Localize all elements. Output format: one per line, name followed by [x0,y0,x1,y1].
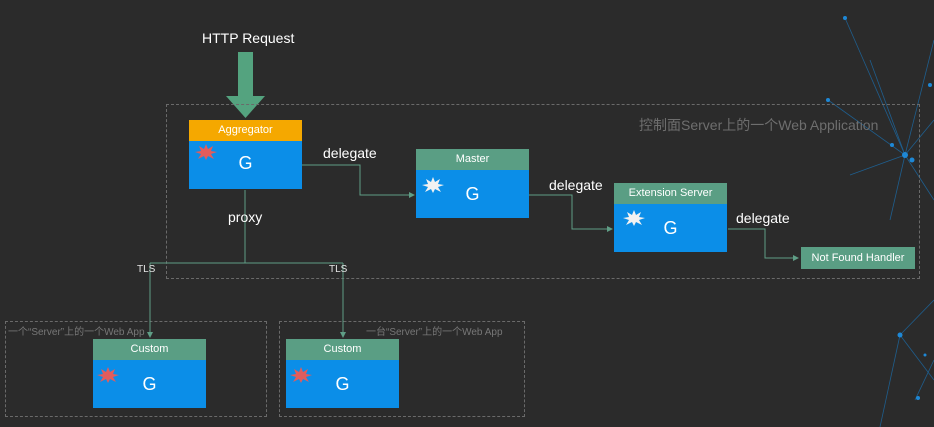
server-web-app-group-2 [279,321,525,417]
custom-glyph-1: G [142,374,157,394]
server-web-app-group-1 [5,321,267,417]
custom-header-2: Custom [286,339,399,360]
edge-label-tls-2: TLS [329,264,348,275]
edge-label-delegate-3: delegate [736,210,790,226]
extension-server-node[interactable]: Extension Server G [614,183,727,252]
starburst-icon [422,177,444,193]
aggregator-header: Aggregator [189,120,302,141]
custom-node-1[interactable]: Custom G [93,339,206,408]
main-web-app-group [166,104,920,279]
master-glyph: G [465,184,480,204]
edge-label-tls-1: TLS [137,264,156,275]
custom-glyph-2: G [335,374,350,394]
extension-server-glyph: G [663,218,678,238]
custom-node-2[interactable]: Custom G [286,339,399,408]
server-web-app-label-2: 一台“Server”上的一个Web App [366,327,503,338]
edge-label-delegate-2: delegate [549,177,603,193]
starburst-icon [195,144,217,160]
master-node[interactable]: Master G [416,149,529,218]
not-found-handler-node[interactable]: Not Found Handler [801,247,915,269]
custom-header-1: Custom [93,339,206,360]
edge-label-delegate-1: delegate [323,145,377,161]
server-web-app-label-1: 一个“Server”上的一个Web App [8,327,145,338]
aggregator-node[interactable]: Aggregator G [189,120,302,189]
aggregator-glyph: G [238,153,253,173]
not-found-handler-label: Not Found Handler [811,252,905,264]
extension-server-header: Extension Server [614,183,727,204]
starburst-icon [623,210,645,226]
starburst-icon [290,367,312,383]
master-header: Master [416,149,529,170]
starburst-icon [97,367,119,383]
edge-label-proxy: proxy [228,209,263,225]
diagram-title: HTTP Request [202,30,295,46]
main-web-app-label: 控制面Server上的一个Web Application [639,117,879,133]
